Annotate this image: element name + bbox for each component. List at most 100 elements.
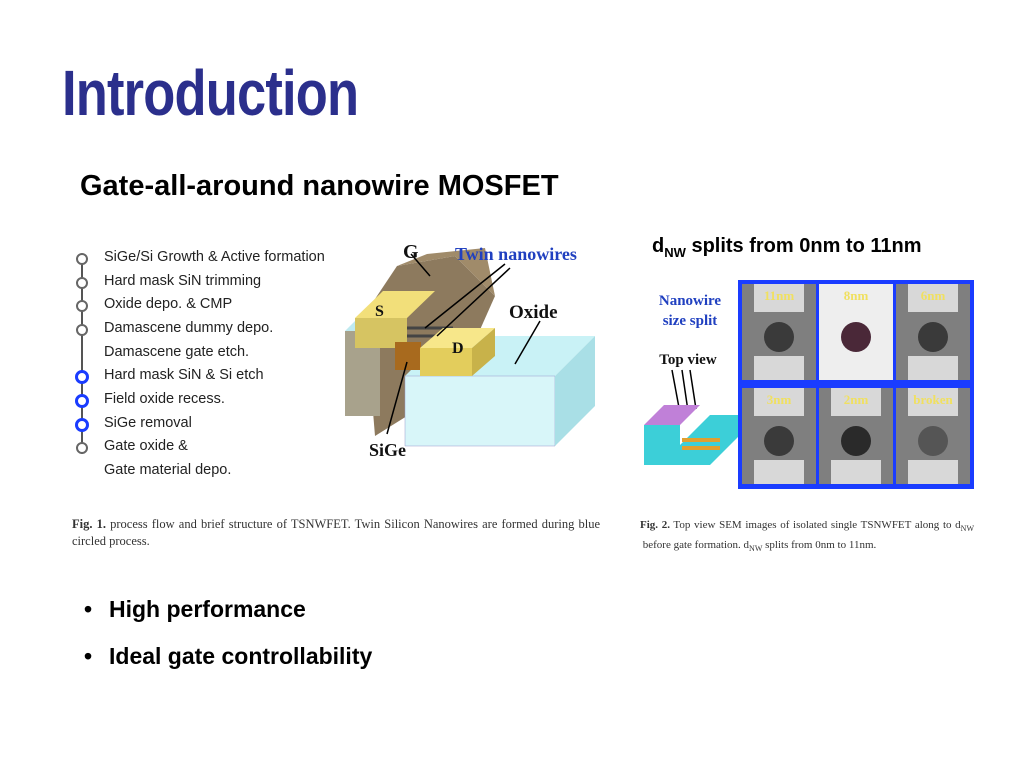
sem-cell-label: 8nm xyxy=(843,288,869,303)
source-top xyxy=(355,291,435,318)
sem-cell: 3nm xyxy=(742,388,816,484)
fig2-caption: Fig. 2. Top view SEM images of isolated … xyxy=(640,517,974,557)
sem-band-bottom xyxy=(908,460,958,484)
arrow-top-view-2 xyxy=(681,369,689,412)
flow-item: Gate oxide & xyxy=(70,437,370,461)
sem-nanowire-dot xyxy=(764,322,794,352)
flow-connector-line xyxy=(81,256,83,454)
process-flow-list: SiGe/Si Growth & Active formation Hard m… xyxy=(70,248,370,488)
sem-cell: 2nm xyxy=(819,388,893,484)
flow-item-label: Hard mask SiN & Si etch xyxy=(104,367,264,383)
circle-marker-icon xyxy=(76,277,88,289)
gate-label: G xyxy=(403,241,419,263)
list-item-text: High performance xyxy=(109,596,306,622)
sem-cell-label: 3nm xyxy=(766,392,792,407)
flow-item-label: Gate material depo. xyxy=(104,462,232,478)
nanowire-title-2: size split xyxy=(663,313,718,329)
sem-nanowire-dot xyxy=(918,322,948,352)
flow-item: SiGe/Si Growth & Active formation xyxy=(70,248,370,272)
source-front xyxy=(355,318,407,348)
flow-item-label: Damascene gate etch. xyxy=(104,344,250,360)
flow-item: Hard mask SiN & Si etch xyxy=(70,366,370,390)
sem-nanowire-dot xyxy=(841,426,871,456)
flow-item-label: Hard mask SiN trimming xyxy=(104,273,262,289)
drain-label: D xyxy=(452,340,464,357)
tsnwfet-structure-diagram: G Twin nanowires Oxide S D SiGe xyxy=(345,241,595,460)
circle-marker-icon xyxy=(76,442,88,454)
fig1-caption: Fig. 1. process flow and brief structure… xyxy=(72,516,600,550)
flow-item-label: Gate oxide & xyxy=(104,438,188,454)
flow-item-label: Damascene dummy depo. xyxy=(104,320,274,336)
flow-item: Damascene dummy depo. xyxy=(70,319,370,343)
arrow-top-view-3 xyxy=(689,369,697,410)
drain-front xyxy=(420,348,472,376)
sem-nanowire-dot xyxy=(918,426,948,456)
bullet-icon: • xyxy=(84,596,93,622)
source-label: S xyxy=(375,303,384,320)
flow-item: Oxide depo. & CMP xyxy=(70,295,370,319)
fig2-label: Fig. 2. xyxy=(640,519,670,531)
drain-top xyxy=(420,328,495,348)
sem-band-bottom xyxy=(831,460,881,484)
circle-marker-icon xyxy=(76,253,88,265)
sem-nanowire-dot xyxy=(764,426,794,456)
sem-band-top xyxy=(754,284,804,312)
flow-item: Damascene gate etch. xyxy=(70,343,370,367)
mini-source-top xyxy=(644,405,700,425)
oxide-left-front xyxy=(345,331,380,416)
sem-cell-label: 6nm xyxy=(920,288,946,303)
flow-item-label: SiGe removal xyxy=(104,415,192,431)
bullet-icon: • xyxy=(84,643,93,669)
arrow-twin-1 xyxy=(424,263,506,329)
flow-item-label: SiGe/Si Growth & Active formation xyxy=(104,249,325,265)
circle-marker-icon xyxy=(76,324,88,336)
slide-subtitle: Gate-all-around nanowire MOSFET xyxy=(80,170,559,202)
sem-cell: broken xyxy=(896,388,970,484)
arrow-oxide xyxy=(514,320,541,365)
sem-cell-label: 11nm xyxy=(763,288,795,303)
fig2-text3: splits from 0nm to 11nm. xyxy=(762,539,877,552)
slide-title: Introduction xyxy=(62,57,359,129)
sem-band-top xyxy=(831,388,881,416)
sem-band-bottom xyxy=(754,356,804,380)
fig2-text2: before gate formation. d xyxy=(640,539,750,552)
drain-side xyxy=(472,328,495,376)
twin-nanowires-label: Twin nanowires xyxy=(455,244,577,264)
flow-item: Field oxide recess. xyxy=(70,390,370,414)
sem-cell: 8nm xyxy=(819,284,893,380)
fig1-text: process flow and brief structure of TSNW… xyxy=(72,517,601,548)
sem-nanowire-dot xyxy=(841,322,871,352)
top-view-label: Top view xyxy=(659,352,717,368)
list-item-text: Ideal gate controllability xyxy=(109,643,373,669)
sem-band-bottom xyxy=(754,460,804,484)
arrow-sige xyxy=(386,361,408,435)
gate-block-top xyxy=(397,248,495,296)
sem-image-grid: 11nm 8nm 6nm 3nm 2nm broken xyxy=(738,280,974,489)
dnw-rest: splits from 0nm to 11nm xyxy=(685,235,922,257)
flow-item-label: Oxide depo. & CMP xyxy=(104,296,233,312)
dnw-subscript: NW xyxy=(664,245,686,260)
blue-circle-marker-icon xyxy=(75,394,89,408)
oxide-label: Oxide xyxy=(509,302,558,323)
oxide-front xyxy=(404,375,556,447)
sem-band-top xyxy=(754,388,804,416)
fig2-sub2: NW xyxy=(749,544,763,554)
flow-item: Gate material depo. xyxy=(70,461,370,485)
arrow-twin-2 xyxy=(436,267,511,337)
dnw-split-heading: dNW splits from 0nm to 11nm xyxy=(652,235,922,260)
sem-cell-label: broken xyxy=(913,392,953,407)
sem-cell: 6nm xyxy=(896,284,970,380)
nanowire-top-view-illustration: Nanowire size split Top view xyxy=(644,293,740,465)
fig2-sub1: NW xyxy=(960,524,974,534)
sige-region xyxy=(395,342,421,370)
flow-item: Hard mask SiN trimming xyxy=(70,272,370,296)
mini-source-front xyxy=(644,425,680,465)
fig2-text: Top view SEM images of isolated single T… xyxy=(673,519,961,531)
dnw-d: d xyxy=(652,235,665,257)
blue-circle-marker-icon xyxy=(75,370,89,384)
blue-circle-marker-icon xyxy=(75,418,89,432)
sem-band-bottom xyxy=(908,356,958,380)
sem-band-top xyxy=(908,284,958,312)
flow-item-label: Field oxide recess. xyxy=(104,391,225,407)
flow-item: SiGe removal xyxy=(70,414,370,438)
